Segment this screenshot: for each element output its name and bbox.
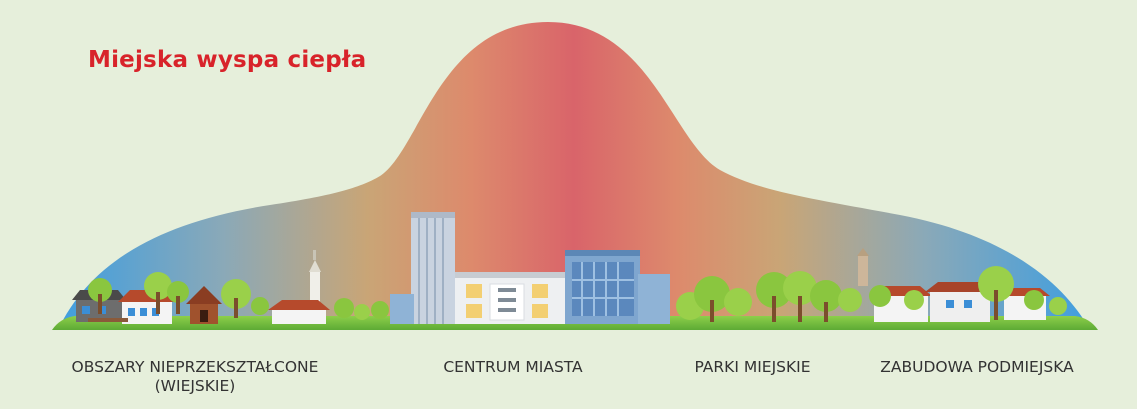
zone-label-parks: PARKI MIEJSKIE bbox=[694, 358, 811, 376]
zone-label-rural-line2: (WIEJSKIE) bbox=[154, 377, 236, 395]
zone-label-city-center: CENTRUM MIASTA bbox=[443, 358, 583, 376]
zone-label-rural-line1: OBSZARY NIEPRZEKSZTAŁCONE bbox=[71, 358, 319, 376]
rural-trees bbox=[88, 272, 389, 320]
city-center-buildings bbox=[390, 212, 670, 324]
diagram-title: Miejska wyspa ciepła bbox=[88, 47, 367, 73]
zone-label-suburb: ZABUDOWA PODMIEJSKA bbox=[880, 358, 1074, 376]
zone-label-rural: OBSZARY NIEPRZEKSZTAŁCONE (WIEJSKIE) bbox=[30, 358, 360, 396]
suburb-trees bbox=[869, 266, 1067, 320]
park-trees bbox=[676, 271, 862, 322]
